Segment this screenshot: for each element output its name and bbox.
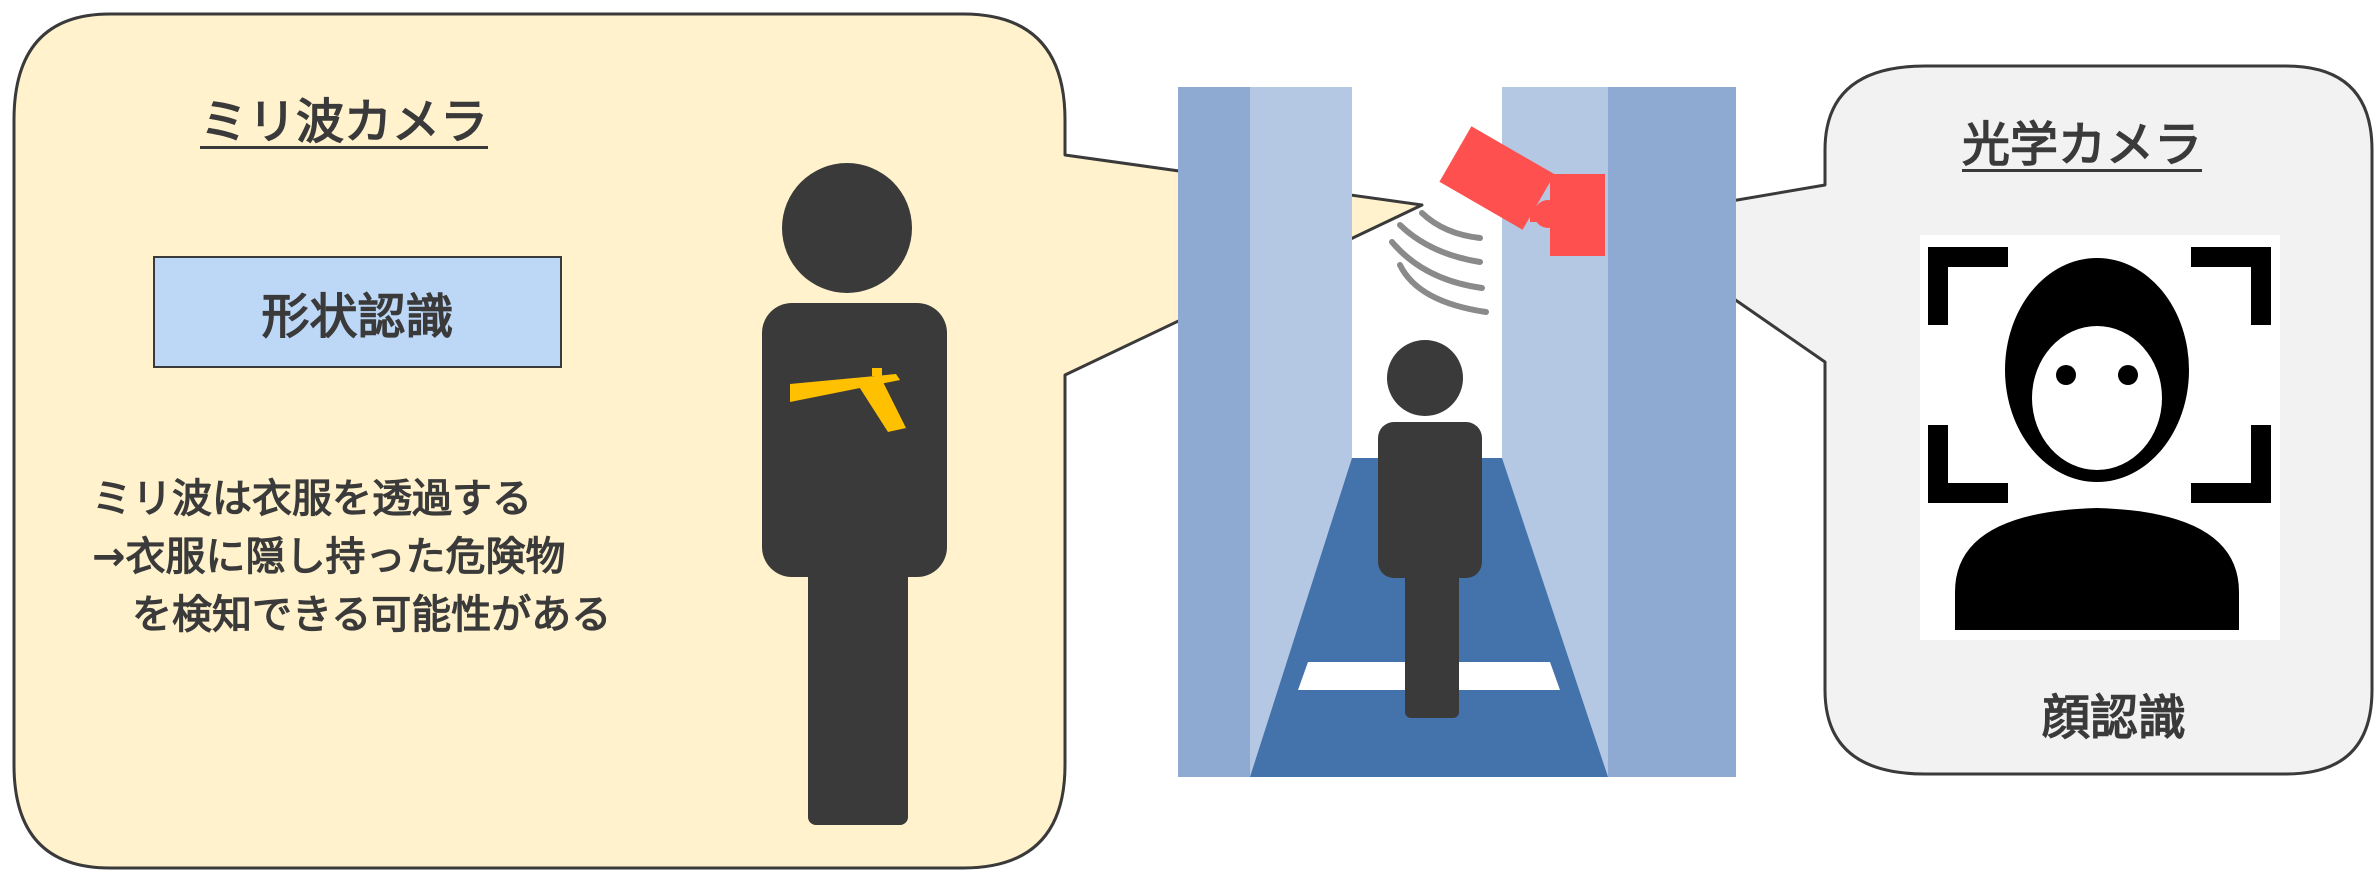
face-recognition-icon — [1920, 235, 2280, 640]
optical-camera-title: 光学カメラ — [1962, 105, 2202, 175]
shape-recognition-label: 形状認識 — [261, 277, 453, 347]
description-line-3: を検知できる可能性がある — [92, 586, 611, 644]
mmwave-description: ミリ波は衣服を透過する →衣服に隠し持った危険物 を検知できる可能性がある — [92, 470, 611, 644]
mmwave-camera-title: ミリ波カメラ — [200, 82, 488, 152]
description-line-2: →衣服に隠し持った危険物 — [92, 528, 611, 586]
shape-recognition-box: 形状認識 — [153, 256, 562, 368]
description-line-1: ミリ波は衣服を透過する — [92, 470, 611, 528]
camera-waves — [1392, 213, 1486, 312]
face-recognition-label: 顔認識 — [2042, 678, 2186, 748]
